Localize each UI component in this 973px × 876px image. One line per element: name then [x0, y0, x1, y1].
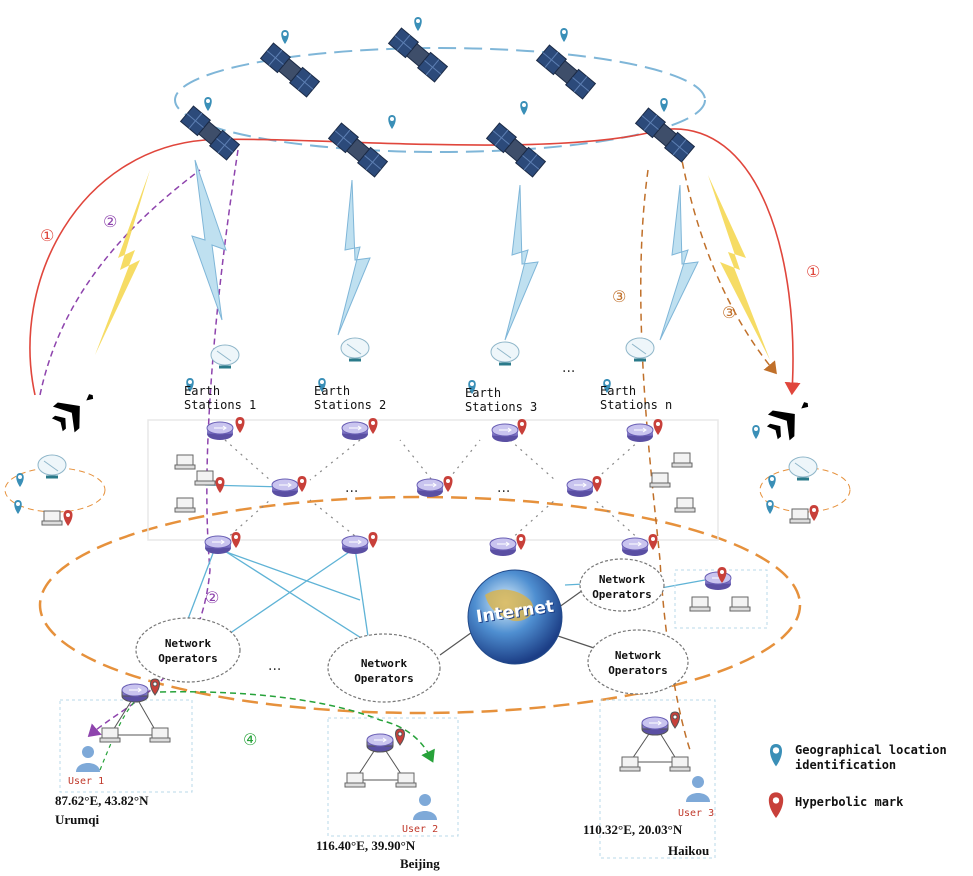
user1-label: User 1 — [68, 776, 105, 787]
user3-box — [599, 699, 716, 859]
satellite-orbit-ring — [174, 47, 706, 153]
user3-avatar — [686, 776, 710, 802]
user1-avatar — [76, 746, 100, 772]
right-subnet-devices — [689, 567, 751, 612]
legend-hyper-icon — [768, 792, 784, 818]
right-subnet-box — [674, 569, 768, 629]
user2-avatar — [413, 794, 437, 820]
route-1-marker-right: ① — [806, 262, 821, 281]
lightning-left — [95, 170, 150, 355]
earth-station-n-label: Earth Stations n — [600, 384, 673, 412]
lightning-right — [708, 175, 770, 360]
network-operators-4-label: Network Operators — [608, 649, 668, 677]
route-4-path — [159, 691, 435, 763]
backbone-routers — [204, 421, 654, 557]
route-1-path — [29, 128, 801, 396]
route-2-marker-bottom: ② — [205, 588, 220, 607]
route-4-marker: ④ — [243, 730, 258, 749]
route-2-marker-top: ② — [103, 212, 118, 231]
backbone-dotted-links — [224, 439, 641, 541]
route-3-path — [679, 149, 777, 375]
legend-geo-text: Geographical location identification — [795, 743, 947, 772]
user2-city: Beijing — [400, 856, 440, 871]
route-3-path-left — [640, 169, 691, 751]
airplane-right — [761, 390, 819, 446]
operator-ellipsis: ... — [268, 658, 282, 674]
user1-devices — [99, 678, 171, 743]
legend-geo-icon — [770, 744, 782, 767]
user3-city: Haikou — [668, 843, 710, 858]
satellites — [180, 27, 695, 178]
earth-station-3-label: Earth Stations 3 — [465, 386, 538, 414]
user2-devices — [344, 728, 417, 788]
route-3-marker-right: ③ — [722, 303, 737, 322]
earth-station-dishes — [209, 336, 656, 369]
user1-coords: 87.62°E, 43.82°N — [55, 793, 149, 808]
ground-network-ring — [38, 495, 802, 715]
network-operator-clouds — [135, 558, 689, 703]
user2-box — [327, 717, 459, 837]
user3-devices — [619, 711, 691, 772]
left-ground-station — [4, 453, 106, 526]
backbone-ellipsis-2: ... — [497, 480, 511, 496]
internet-globe-land — [485, 589, 534, 622]
user3-label: User 3 — [678, 808, 715, 819]
earth-station-2-label: Earth Stations 2 — [314, 384, 387, 412]
network-operators-3-label: Network Operators — [592, 573, 652, 601]
user2-label: User 2 — [402, 824, 439, 835]
network-operators-1-label: Network Operators — [158, 637, 218, 665]
right-ground-station — [752, 425, 851, 524]
airplane-left — [46, 382, 104, 438]
user2-coords: 116.40°E, 39.90°N — [316, 838, 416, 853]
earth-station-1-label: Earth Stations 1 — [184, 384, 257, 412]
backbone-ellipsis-1: ... — [345, 480, 359, 496]
user3-coords: 110.32°E, 20.03°N — [583, 822, 683, 837]
network-operators-2-label: Network Operators — [354, 657, 414, 685]
legend-hyper-text: Hyperbolic mark — [795, 795, 904, 809]
route-2-path — [39, 169, 201, 396]
route-3-marker-left: ③ — [612, 287, 627, 306]
backbone-region — [147, 419, 719, 541]
user1-city: Urumqi — [55, 812, 100, 827]
satellite-downlinks — [191, 159, 699, 341]
earth-station-ellipsis: ... — [562, 360, 576, 376]
route-1-marker-left: ① — [40, 226, 55, 245]
